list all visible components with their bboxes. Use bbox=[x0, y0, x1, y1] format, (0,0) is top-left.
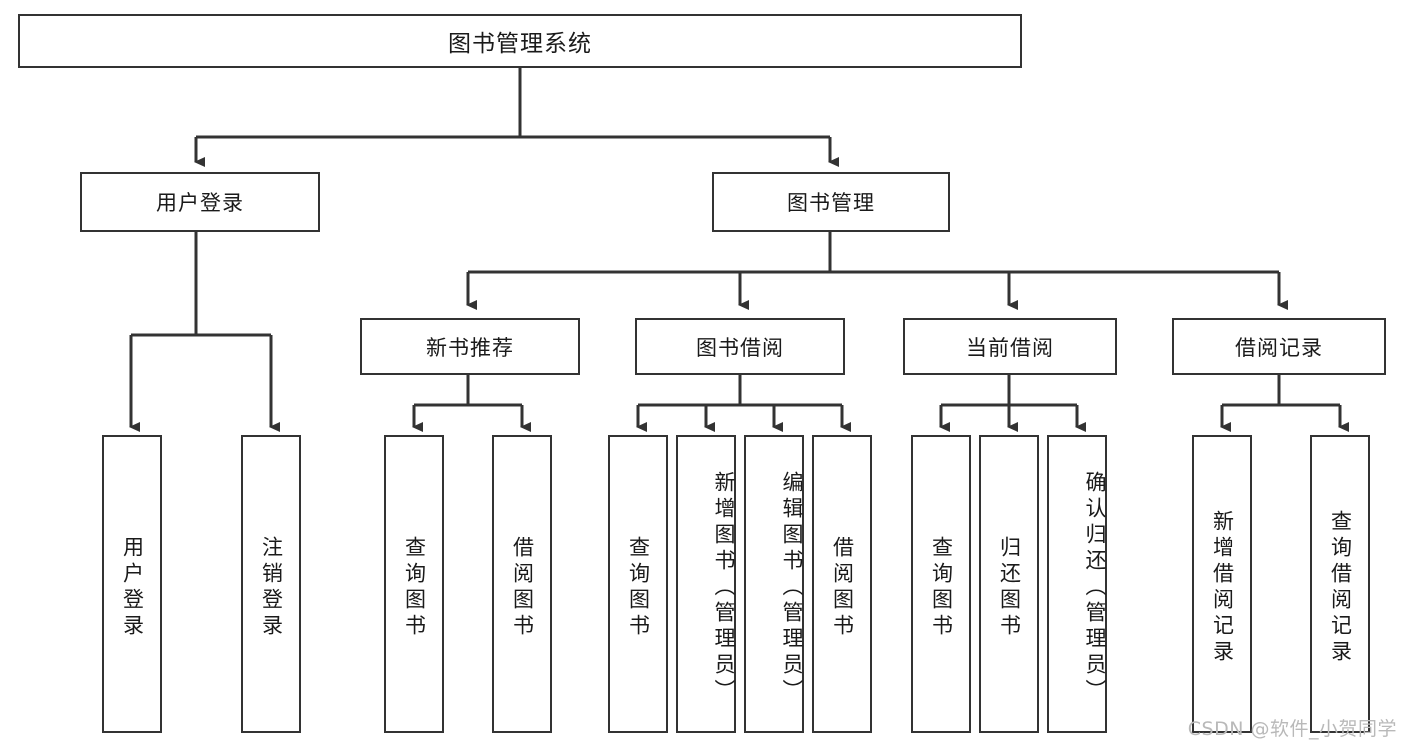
leaf-label: 新增图书（管理员） bbox=[712, 471, 736, 705]
node-root-system[interactable]: 图书管理系统 bbox=[18, 14, 1022, 68]
node-book-borrow[interactable]: 图书借阅 bbox=[635, 318, 845, 375]
leaf-label: 归还图书 bbox=[997, 536, 1022, 640]
leaf-query-book-borrow[interactable]: 查询图书 bbox=[608, 435, 668, 733]
node-label: 用户登录 bbox=[156, 191, 244, 215]
leaf-query-book-current[interactable]: 查询图书 bbox=[911, 435, 971, 733]
node-current-borrow[interactable]: 当前借阅 bbox=[903, 318, 1117, 375]
leaf-label: 新增借阅记录 bbox=[1210, 510, 1235, 666]
node-user-login[interactable]: 用户登录 bbox=[80, 172, 320, 232]
watermark: CSDN @软件_小贺同学 bbox=[1187, 718, 1397, 740]
leaf-user-login[interactable]: 用户登录 bbox=[102, 435, 162, 733]
leaf-label: 查询图书 bbox=[402, 536, 427, 640]
node-label: 借阅记录 bbox=[1235, 335, 1323, 360]
leaf-borrow-book[interactable]: 借阅图书 bbox=[812, 435, 872, 733]
node-new-book-recommend[interactable]: 新书推荐 bbox=[360, 318, 580, 375]
leaf-label: 编辑图书（管理员） bbox=[780, 471, 804, 705]
leaf-add-book-admin[interactable]: 新增图书（管理员） bbox=[676, 435, 736, 733]
leaf-label: 注销登录 bbox=[259, 536, 284, 640]
leaf-return-book[interactable]: 归还图书 bbox=[979, 435, 1039, 733]
leaf-logout[interactable]: 注销登录 bbox=[241, 435, 301, 733]
leaf-label: 确认归还（管理员） bbox=[1083, 471, 1107, 705]
node-label: 图书管理 bbox=[787, 191, 875, 215]
node-label: 当前借阅 bbox=[966, 335, 1054, 360]
leaf-label: 查询借阅记录 bbox=[1328, 510, 1353, 666]
leaf-query-borrow-record[interactable]: 查询借阅记录 bbox=[1310, 435, 1370, 733]
leaf-query-book-recommend[interactable]: 查询图书 bbox=[384, 435, 444, 733]
leaf-edit-book-admin[interactable]: 编辑图书（管理员） bbox=[744, 435, 804, 733]
leaf-borrow-book-recommend[interactable]: 借阅图书 bbox=[492, 435, 552, 733]
leaf-label: 查询图书 bbox=[929, 536, 954, 640]
node-borrow-records[interactable]: 借阅记录 bbox=[1172, 318, 1386, 375]
leaf-label: 查询图书 bbox=[626, 536, 651, 640]
node-label: 新书推荐 bbox=[426, 335, 514, 360]
leaf-confirm-return-admin[interactable]: 确认归还（管理员） bbox=[1047, 435, 1107, 733]
node-root-label: 图书管理系统 bbox=[448, 31, 592, 57]
leaf-add-borrow-record[interactable]: 新增借阅记录 bbox=[1192, 435, 1252, 733]
leaf-label: 借阅图书 bbox=[510, 536, 535, 640]
leaf-label: 借阅图书 bbox=[830, 536, 855, 640]
node-label: 图书借阅 bbox=[696, 335, 784, 360]
leaf-label: 用户登录 bbox=[120, 536, 145, 640]
node-book-management[interactable]: 图书管理 bbox=[712, 172, 950, 232]
